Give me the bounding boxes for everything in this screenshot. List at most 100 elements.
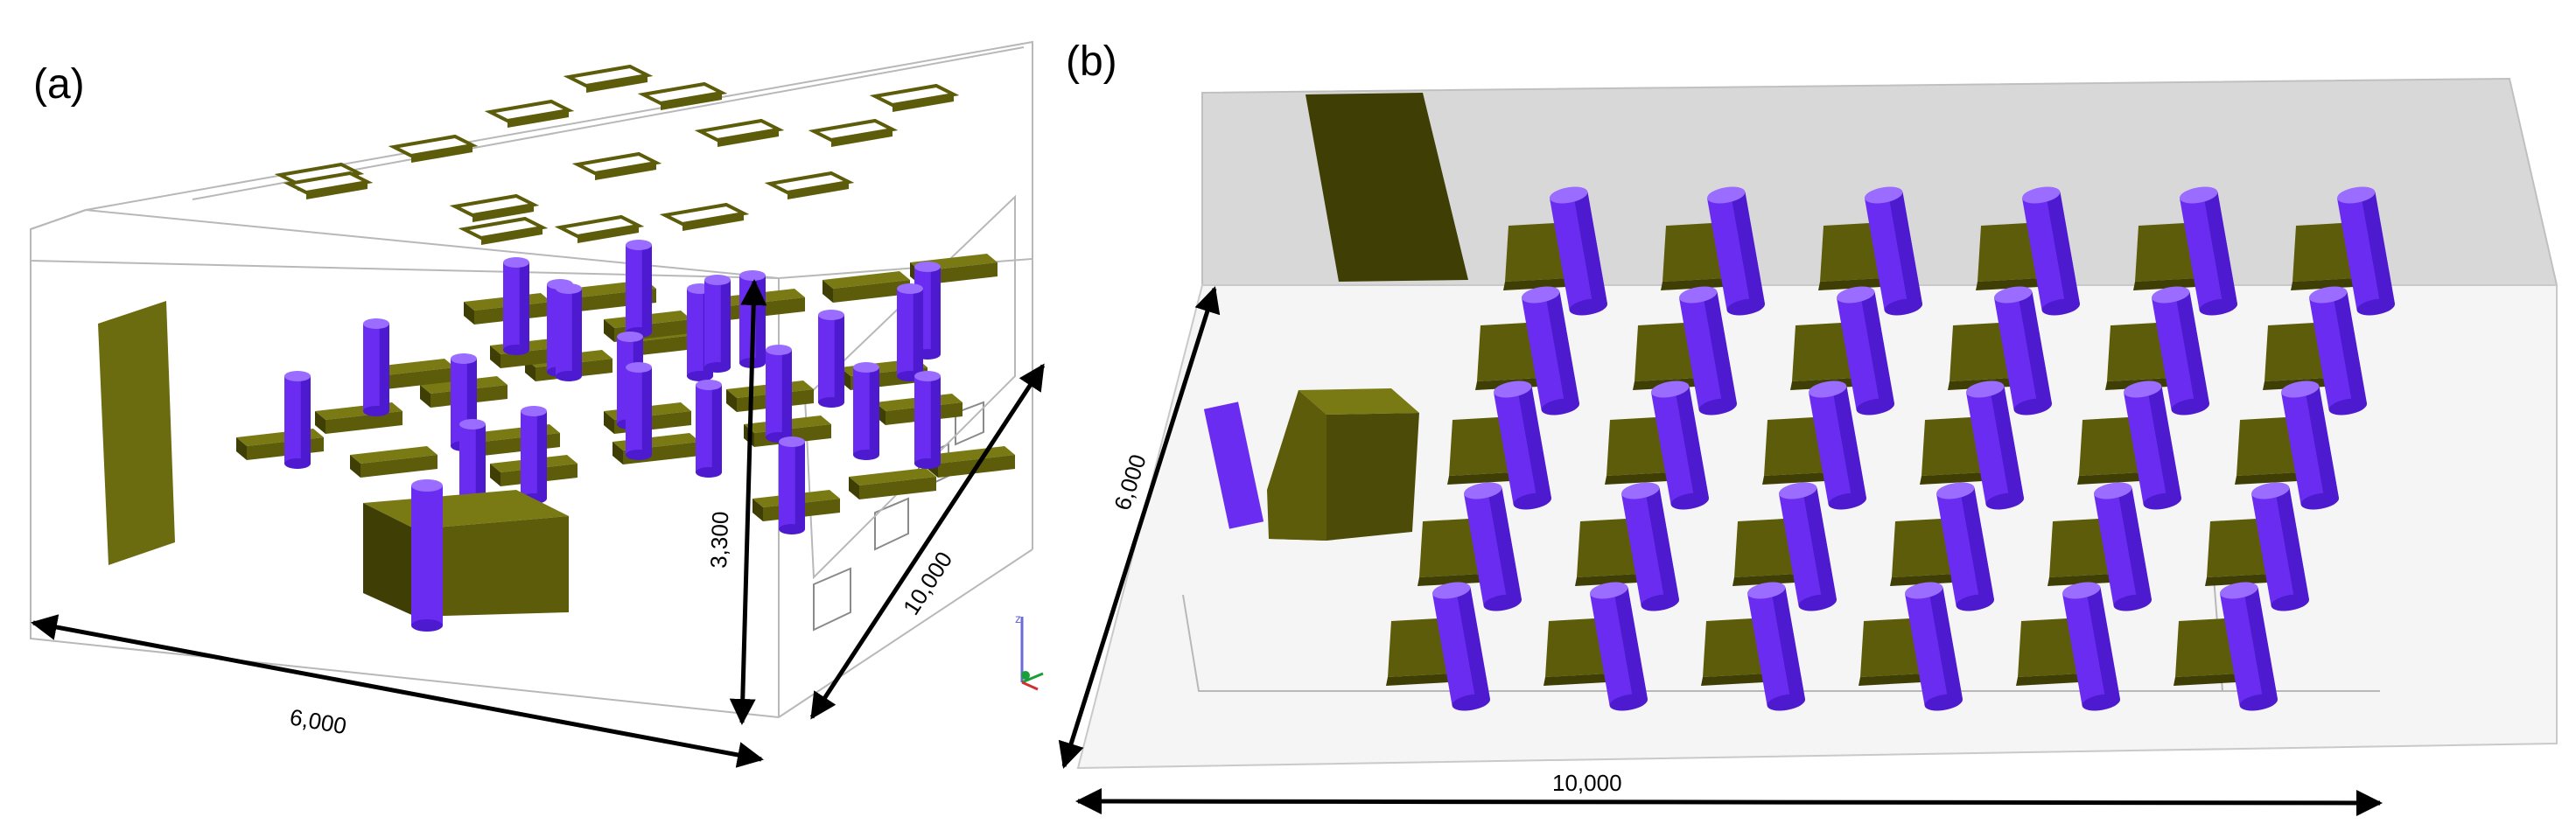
- occupant-cylinder: [704, 275, 731, 373]
- occupant-cylinder: [1864, 186, 1923, 316]
- desk: [2235, 416, 2301, 485]
- ceiling-vent: [637, 81, 728, 110]
- desk: [1503, 222, 1570, 290]
- desk: [2016, 618, 2082, 686]
- occupant-cylinder: [897, 283, 923, 381]
- occupant-cylinder: [284, 371, 311, 469]
- occupant-cylinder: [1549, 186, 1608, 316]
- occupant-cylinder: [853, 362, 879, 460]
- occupant-layout-a: [236, 240, 1015, 534]
- occupant-cylinder: [1778, 482, 1838, 611]
- axis-triad: z: [1015, 611, 1044, 691]
- panel-a-perspective-room: (a): [30, 40, 1046, 768]
- ceiling-vent: [458, 216, 549, 245]
- ceiling-vent: [694, 118, 785, 147]
- occupant-layout-b: [1386, 186, 2396, 711]
- desk: [2205, 518, 2272, 586]
- occupant-cylinder: [779, 436, 805, 534]
- panel-b-label: (b): [1066, 38, 1117, 85]
- occupant-cylinder: [2021, 186, 2081, 316]
- occupant-cylinder: [1521, 286, 1580, 416]
- occupant-cylinder: [1432, 582, 1491, 711]
- dimension-label-width: 6,000: [288, 703, 348, 739]
- occupant-cylinder: [914, 371, 941, 469]
- dimension-label-height: 3,300: [705, 511, 733, 569]
- occupant-cylinder: [696, 380, 722, 478]
- ceiling-vent: [659, 202, 750, 231]
- panel-a-label: (a): [33, 61, 85, 108]
- dimension-label-length: 10,000: [1552, 770, 1622, 796]
- occupant-cylinder: [1589, 582, 1648, 711]
- desk: [1890, 518, 1956, 586]
- ceiling-vent: [484, 99, 575, 128]
- desk: [1386, 618, 1452, 686]
- door-panel-b: [1306, 93, 1468, 282]
- occupant-cylinder: [2123, 381, 2182, 510]
- desk: [2174, 618, 2240, 686]
- dimension-height-a: 3,300: [705, 279, 767, 725]
- desk: [1701, 618, 1768, 686]
- ceiling-vent: [808, 118, 899, 147]
- desk: [350, 446, 438, 478]
- occupant-cylinder: [556, 283, 582, 381]
- occupant-cylinder: [521, 406, 547, 504]
- occupant-cylinder: [626, 240, 652, 338]
- occupant-cylinder: [1493, 381, 1552, 510]
- occupant-cylinder: [1746, 582, 1806, 711]
- occupant-cylinder: [2093, 482, 2152, 611]
- occupant-cylinder: [1678, 286, 1738, 416]
- occupant-cylinder: [503, 257, 529, 355]
- occupant-cylinder: [2219, 582, 2278, 711]
- desk: [822, 271, 910, 303]
- desk: [1418, 518, 1484, 586]
- dimension-label-depth: 10,000: [898, 547, 957, 619]
- occupant-cylinder: [1993, 286, 2053, 416]
- occupant-cylinder: [1936, 482, 1995, 611]
- panel-b-top-view-room: (b) z 6,000: [1015, 38, 2558, 816]
- desk: [1858, 618, 1925, 686]
- ceiling-vent: [571, 151, 662, 180]
- occupant-cylinder: [363, 318, 389, 416]
- occupant-front-a: [411, 479, 443, 632]
- occupant-cylinder: [1620, 482, 1680, 611]
- desk: [1762, 416, 1829, 485]
- ceiling-vents: [274, 64, 960, 245]
- occupant-cylinder: [818, 310, 844, 408]
- occupant-cylinder: [2280, 381, 2340, 510]
- ceiling-vent: [388, 134, 479, 163]
- ceiling-vent: [283, 171, 374, 199]
- occupant-cylinder: [2250, 482, 2310, 611]
- occupant-cylinder: [1706, 186, 1766, 316]
- desk: [2077, 416, 2144, 485]
- occupant-cylinder: [1965, 381, 2025, 510]
- dimension-width-a: 6,000: [31, 614, 764, 768]
- occupant-cylinder: [1904, 582, 1964, 711]
- desk: [1544, 618, 1610, 686]
- occupant-cylinder: [766, 345, 792, 443]
- occupant-cylinder: [1836, 286, 1895, 416]
- occupant-cylinder: [2179, 186, 2238, 316]
- occupant-cylinder: [1808, 381, 1867, 510]
- desk: [1920, 416, 1986, 485]
- occupant-cylinder: [2308, 286, 2368, 416]
- occupant-cylinder: [2336, 186, 2396, 316]
- occupant-cylinder: [1463, 482, 1522, 611]
- ceiling-vent: [449, 193, 540, 222]
- ceiling-vent: [563, 64, 654, 93]
- cabinet-panel-b: [1267, 388, 1419, 541]
- door-panel-a: [98, 301, 175, 565]
- ceiling-vent: [764, 171, 855, 199]
- axis-label-z: z: [1015, 611, 1021, 625]
- occupant-cylinder: [626, 362, 652, 460]
- ceiling-vent: [554, 214, 645, 243]
- desk: [1447, 416, 1514, 485]
- desk: [1575, 518, 1642, 586]
- desk: [849, 468, 936, 499]
- occupant-cylinder: [1650, 381, 1710, 510]
- occupant-cylinder: [2151, 286, 2210, 416]
- occupant-cylinder: [2062, 582, 2121, 711]
- dimension-length-b: 10,000: [1075, 770, 2383, 816]
- cabinet-panel-a: [363, 490, 569, 617]
- desk: [1732, 518, 1799, 586]
